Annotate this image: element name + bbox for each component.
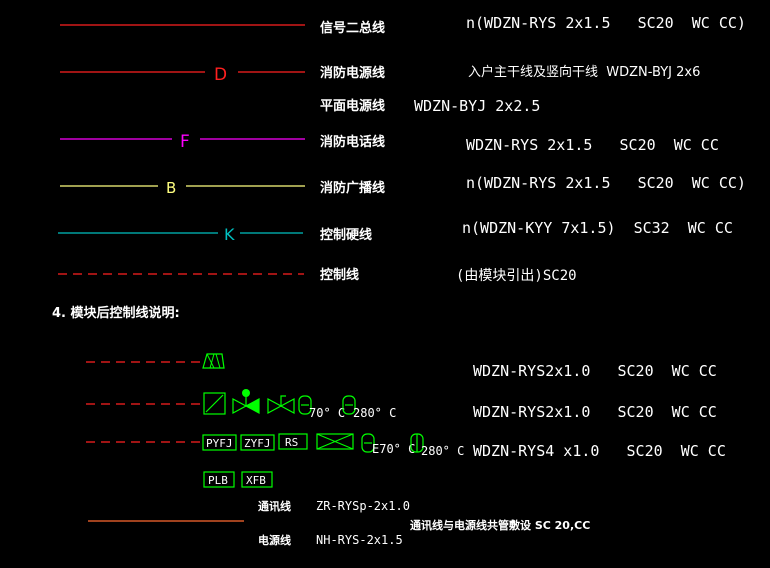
comm-line-spec: ZR-RYSp-2x1.0 (316, 499, 410, 513)
module-line-3-temp1: E70° C (372, 442, 415, 456)
pyfj-label: PYFJ (206, 437, 233, 450)
power-line-label: 电源线 (258, 533, 291, 547)
signal-bus-spec: n(WDZN-RYS 2x1.5 SC20 WC CC) (466, 14, 746, 32)
zyfj-label: ZYFJ (244, 437, 271, 450)
module-icon-green (202, 353, 225, 369)
module-line-2-temp1: 70° C (309, 406, 345, 420)
phi-damper-icon (410, 433, 424, 453)
rs-box (278, 433, 308, 450)
module-line-3-spec: WDZN-RYS4 x1.0 SC20 WC CC (473, 442, 726, 460)
control-line-label: 控制线 (320, 267, 359, 283)
plb-box (203, 471, 235, 488)
power-line-spec: NH-RYS-2x1.5 (316, 533, 403, 547)
plane-power-label: 平面电源线 (320, 98, 385, 114)
pyfj-box (202, 434, 237, 451)
fire-damper-e70-icon (361, 433, 375, 453)
control-hardwire-tag: K (224, 225, 235, 244)
rs-label: RS (285, 436, 298, 449)
shared-conduit-note: 通讯线与电源线共管敷设 SC 20,CC (410, 518, 590, 532)
fire-phone-spec: WDZN-RYS 2x1.5 SC20 WC CC (466, 136, 719, 154)
module-line-2-temp2: 280° C (353, 406, 396, 420)
fire-broadcast-label: 消防广播线 (320, 180, 385, 196)
plb-label: PLB (208, 474, 228, 487)
valve-motor-icon (232, 389, 260, 415)
control-hardwire-label: 控制硬线 (320, 227, 372, 243)
fire-power-spec: 入户主干线及竖向干线 WDZN-BYJ 2x6 (468, 64, 700, 80)
xfb-label: XFB (246, 474, 266, 487)
crossed-box-icon (316, 433, 354, 450)
fire-power-tag: D (214, 65, 227, 85)
control-hardwire-spec: n(WDZN-KYY 7x1.5) SC32 WC CC (462, 219, 733, 237)
signal-bus-label: 信号二总线 (320, 20, 385, 36)
fire-power-label: 消防电源线 (320, 65, 385, 81)
section4-heading: 4. 模块后控制线说明: (52, 305, 180, 321)
xfb-box (241, 471, 273, 488)
fire-damper-70-icon (298, 395, 312, 415)
fire-phone-tag: F (180, 132, 190, 152)
valve-icon (267, 395, 295, 415)
module-line-2-spec: WDZN-RYS2x1.0 SC20 WC CC (473, 403, 717, 421)
plane-power-spec: WDZN-BYJ 2x2.5 (414, 97, 540, 115)
fire-phone-label: 消防电话线 (320, 134, 385, 150)
module-line-3-temp2: 280° C (421, 444, 464, 458)
module-line-1-spec: WDZN-RYS2x1.0 SC20 WC CC (473, 362, 717, 380)
fire-broadcast-spec: n(WDZN-RYS 2x1.5 SC20 WC CC) (466, 174, 746, 192)
zyfj-box (240, 434, 275, 451)
fire-broadcast-tag: B (166, 179, 176, 197)
comm-line-label: 通讯线 (258, 499, 291, 513)
fire-damper-280-icon (342, 395, 356, 415)
damper-box-icon (203, 392, 226, 415)
control-line-spec: (由模块引出)SC20 (456, 268, 577, 284)
